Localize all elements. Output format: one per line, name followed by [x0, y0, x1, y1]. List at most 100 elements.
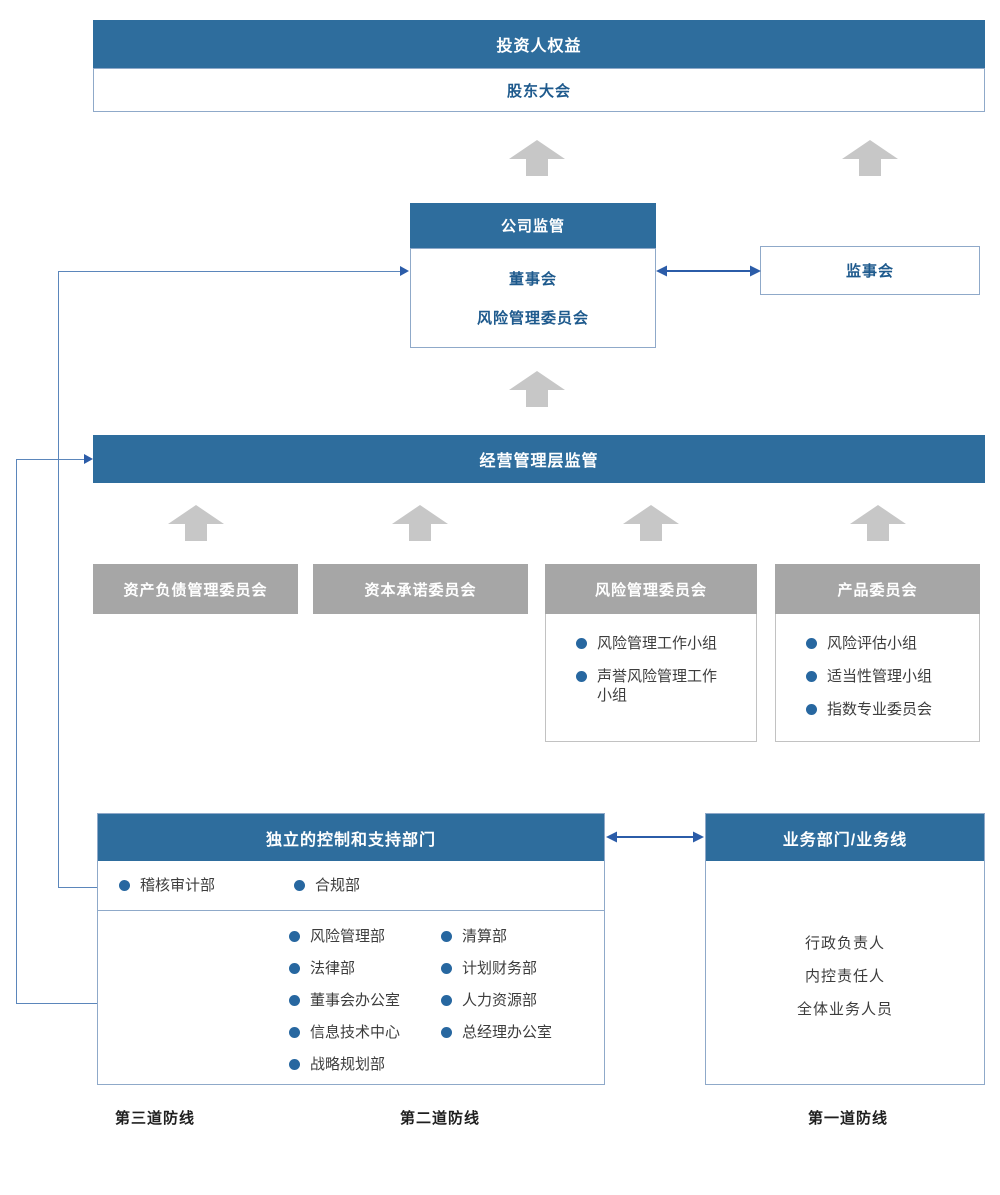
list-item: 适当性管理小组	[806, 667, 979, 686]
list-item: 法律部	[289, 959, 441, 978]
connector-line	[16, 459, 86, 460]
bullet-dot-icon	[289, 931, 300, 942]
double-arrow-icon	[606, 829, 704, 850]
capital-commitment-committee-header: 资本承诺委员会	[313, 564, 528, 614]
control-support-box: 独立的控制和支持部门 稽核审计部 合规部 风险管理部 法律部	[97, 813, 605, 1085]
product-committee-title: 产品委员会	[837, 581, 918, 599]
up-arrow-icon	[168, 505, 224, 541]
list-item-label: 合规部	[315, 877, 361, 894]
list-item: 声誉风险管理工作小组	[576, 667, 756, 705]
bullet-dot-icon	[119, 880, 130, 891]
bullet-dot-icon	[576, 671, 587, 682]
connector-line	[58, 887, 97, 888]
control-support-title: 独立的控制和支持部门	[265, 831, 436, 849]
bullet-dot-icon	[441, 995, 452, 1006]
supervisory-board-label: 监事会	[845, 263, 894, 280]
connector-arrowhead	[400, 266, 409, 276]
supervisory-board-box: 监事会	[760, 246, 980, 295]
list-item-label: 清算部	[462, 928, 508, 945]
list-item: 信息技术中心	[289, 1023, 441, 1042]
list-item: 计划财务部	[441, 959, 552, 978]
list-item: 稽核审计部	[119, 876, 294, 895]
board-label: 董事会	[508, 270, 557, 288]
first-line-of-defense-label: 第一道防线	[808, 1110, 889, 1127]
control-support-departments: 风险管理部 法律部 董事会办公室 信息技术中心 战略规划部	[98, 911, 604, 1087]
list-item: 风险管理工作小组	[576, 634, 756, 653]
list-item-label: 适当性管理小组	[827, 668, 933, 685]
double-arrow-icon	[656, 263, 761, 284]
list-item-label: 声誉风险管理工作小组	[597, 668, 718, 704]
business-lines-title: 业务部门/业务线	[782, 831, 908, 849]
control-support-row1: 稽核审计部 合规部	[98, 861, 604, 911]
departments-column-2: 清算部 计划财务部 人力资源部 总经理办公室	[441, 927, 552, 1087]
alm-committee-title: 资产负债管理委员会	[123, 581, 268, 599]
bullet-dot-icon	[441, 963, 452, 974]
risk-management-committee-title: 风险管理委员会	[594, 581, 707, 599]
list-item: 指数专业委员会	[806, 700, 979, 719]
list-item-label: 法律部	[310, 960, 356, 977]
list-item: 风险管理部	[289, 927, 441, 946]
list-item: 董事会办公室	[289, 991, 441, 1010]
list-item-label: 战略规划部	[310, 1056, 386, 1073]
list-item-label: 人力资源部	[462, 992, 538, 1009]
management-supervision-title: 经营管理层监管	[479, 453, 599, 470]
business-lines-header: 业务部门/业务线	[706, 814, 984, 861]
product-committee-body: 风险评估小组 适当性管理小组 指数专业委员会	[775, 614, 980, 742]
bullet-dot-icon	[294, 880, 305, 891]
bullet-dot-icon	[806, 704, 817, 715]
list-item-label: 稽核审计部	[140, 877, 216, 894]
investor-rights-title: 投资人权益	[496, 38, 582, 55]
list-item: 清算部	[441, 927, 552, 946]
product-committee-header: 产品委员会	[775, 564, 980, 614]
connector-arrowhead	[84, 454, 93, 464]
bullet-dot-icon	[576, 638, 587, 649]
list-item: 合规部	[294, 876, 360, 895]
management-supervision-bar: 经营管理层监管	[93, 435, 985, 483]
up-arrow-icon	[623, 505, 679, 541]
list-item-label: 指数专业委员会	[827, 701, 933, 718]
list-item: 风险评估小组	[806, 634, 979, 653]
list-item-label: 风险评估小组	[827, 635, 918, 652]
bullet-dot-icon	[289, 1059, 300, 1070]
list-item-label: 风险管理部	[310, 928, 386, 945]
connector-line	[58, 271, 403, 272]
business-role-label: 行政负责人	[804, 935, 885, 952]
list-item-label: 计划财务部	[462, 960, 538, 977]
list-item-label: 总经理办公室	[462, 1024, 553, 1041]
bullet-dot-icon	[289, 995, 300, 1006]
corporate-supervision-title: 公司监管	[500, 218, 565, 235]
business-lines-body: 行政负责人 内控责任人 全体业务人员	[706, 861, 984, 1026]
risk-committee-label: 风险管理委员会	[476, 310, 589, 328]
shareholders-meeting-label: 股东大会	[506, 82, 571, 100]
departments-column-1: 风险管理部 法律部 董事会办公室 信息技术中心 战略规划部	[289, 927, 441, 1087]
connector-line	[16, 459, 17, 1003]
list-item: 战略规划部	[289, 1055, 441, 1074]
up-arrow-icon	[850, 505, 906, 541]
risk-management-committee-header: 风险管理委员会	[545, 564, 757, 614]
bullet-dot-icon	[806, 671, 817, 682]
business-role-label: 全体业务人员	[796, 1001, 893, 1018]
control-support-header: 独立的控制和支持部门	[98, 814, 604, 861]
second-line-of-defense-label: 第二道防线	[400, 1110, 481, 1127]
third-line-of-defense-label: 第三道防线	[115, 1110, 196, 1127]
business-role-label: 内控责任人	[804, 968, 885, 985]
connector-line	[16, 1003, 97, 1004]
up-arrow-icon	[392, 505, 448, 541]
board-box: 董事会 风险管理委员会	[410, 248, 656, 348]
bullet-dot-icon	[289, 1027, 300, 1038]
up-arrow-icon	[509, 140, 565, 176]
risk-management-committee-body: 风险管理工作小组 声誉风险管理工作小组	[545, 614, 757, 742]
shareholders-meeting-box: 股东大会	[93, 68, 985, 112]
bullet-dot-icon	[441, 931, 452, 942]
bullet-dot-icon	[441, 1027, 452, 1038]
investor-rights-header: 投资人权益	[93, 20, 985, 68]
list-item-label: 风险管理工作小组	[597, 635, 718, 652]
up-arrow-icon	[842, 140, 898, 176]
bullet-dot-icon	[806, 638, 817, 649]
bullet-dot-icon	[289, 963, 300, 974]
corporate-supervision-header: 公司监管	[410, 203, 656, 248]
list-item-label: 董事会办公室	[310, 992, 401, 1009]
up-arrow-icon	[509, 371, 565, 407]
alm-committee-header: 资产负债管理委员会	[93, 564, 298, 614]
